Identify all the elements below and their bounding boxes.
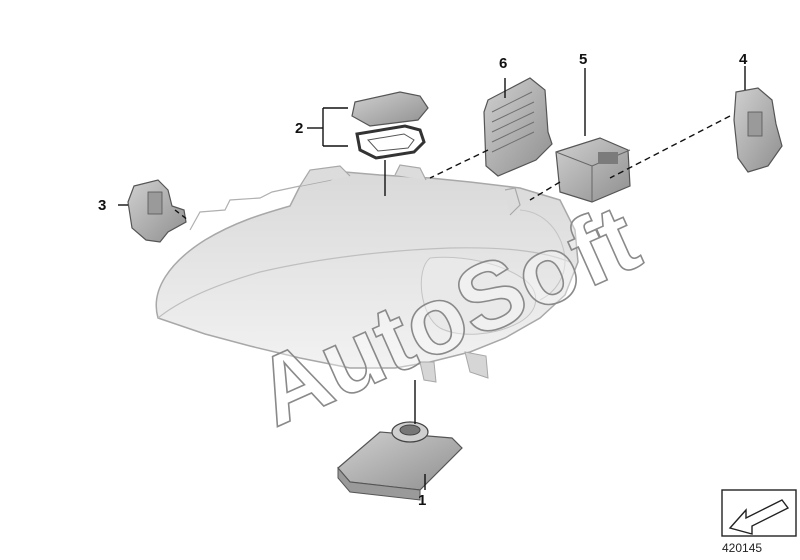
reference-number: 420145: [722, 541, 762, 555]
part-2-cover-gasket: [351, 91, 429, 160]
part-1-ballast: [337, 421, 463, 501]
callout-4: 4: [739, 51, 748, 68]
headlight-housing: [155, 164, 579, 383]
part-6-control-unit: [483, 77, 553, 177]
leader-lines: [118, 66, 746, 490]
callout-6: 6: [499, 55, 507, 72]
callout-3: 3: [98, 197, 106, 214]
callout-1: 1: [418, 492, 426, 509]
callout-5: 5: [579, 51, 587, 68]
part-4-connector: [733, 87, 783, 173]
part-3-connector: [127, 179, 187, 243]
part-5-module: [555, 137, 631, 203]
arrow-orientation-icon: [721, 489, 797, 537]
callout-2: 2: [295, 120, 303, 137]
